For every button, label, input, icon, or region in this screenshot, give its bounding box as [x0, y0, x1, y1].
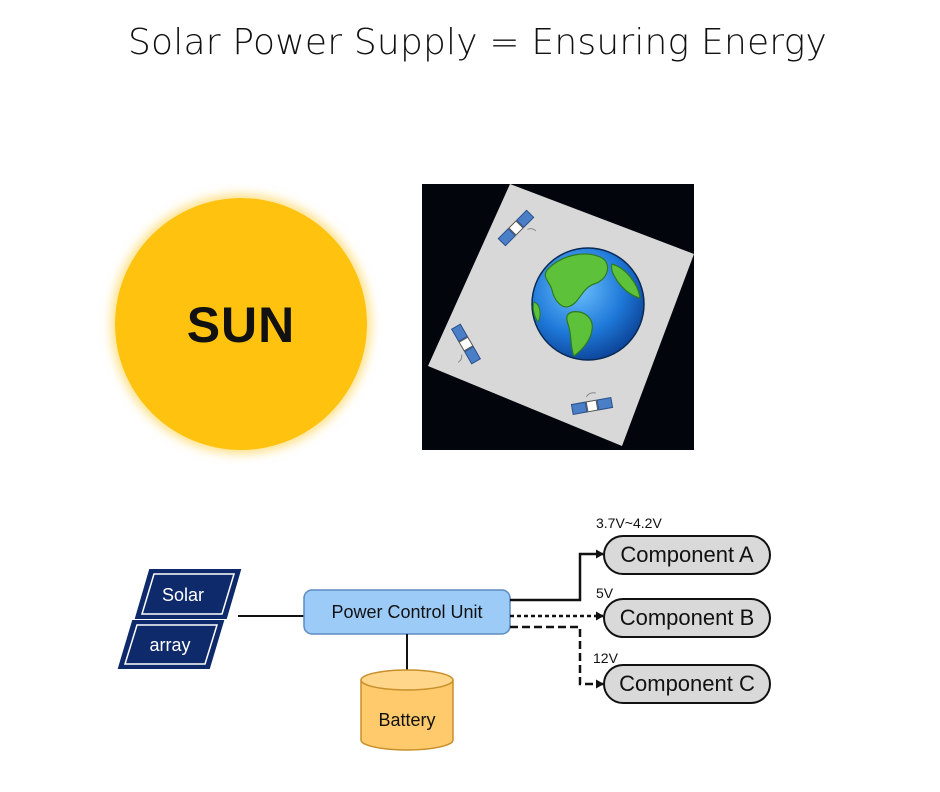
component-b-label: Component B: [620, 605, 755, 630]
power-control-unit: Power Control Unit: [303, 589, 511, 635]
connector-component-c: [510, 625, 604, 689]
solar-array-label-line1: Solar: [162, 585, 204, 605]
battery-label: Battery: [378, 710, 435, 730]
power-system-svg: Solar array Power Control Unit Battery 3…: [117, 515, 771, 751]
power-control-unit-label: Power Control Unit: [331, 602, 482, 622]
voltage-label-b: 5V: [596, 585, 614, 601]
satellite-icon: [497, 209, 537, 247]
sun-illustration: SUN: [115, 198, 367, 450]
earth-orbit-graphic: [428, 184, 694, 446]
sun-label: SUN: [186, 297, 296, 353]
satellite-icon: [450, 323, 482, 365]
satellite-icon: [570, 392, 614, 415]
page-title: Solar Power Supply = Ensuring Energy: [128, 22, 827, 63]
voltage-label-a: 3.7V~4.2V: [596, 515, 662, 531]
voltage-label-c: 12V: [593, 650, 619, 666]
component-b: Component B: [603, 598, 771, 638]
power-system-diagram: Solar array Power Control Unit Battery 3…: [0, 500, 940, 788]
earth-icon: [531, 247, 645, 361]
solar-array: Solar array: [117, 569, 242, 669]
component-a-label: Component A: [620, 542, 754, 567]
component-c-label: Component C: [619, 671, 755, 696]
battery: Battery: [360, 669, 454, 751]
earth-orbit-illustration: [422, 184, 694, 450]
component-a: Component A: [603, 535, 771, 575]
component-c: Component C: [603, 664, 771, 704]
connector-component-a: [510, 549, 604, 602]
solar-array-label-line2: array: [149, 635, 190, 655]
